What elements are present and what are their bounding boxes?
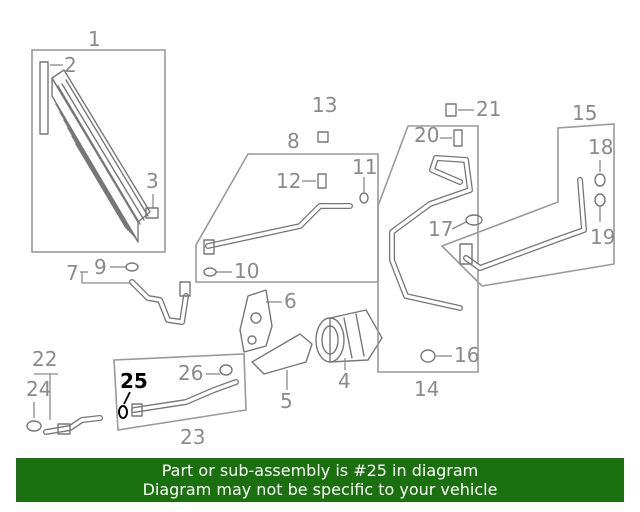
bracket-6 — [239, 289, 273, 353]
callout-11[interactable]: 11 — [352, 155, 377, 179]
callout-14[interactable]: 14 — [414, 377, 439, 401]
callout-25[interactable]: 25 — [120, 369, 148, 393]
compressor-4 — [315, 309, 383, 363]
o-ring-16 — [420, 349, 436, 363]
callout-13[interactable]: 13 — [312, 93, 337, 117]
callout-24[interactable]: 24 — [26, 377, 51, 401]
callout-3[interactable]: 3 — [146, 169, 159, 193]
bracket-5 — [251, 333, 313, 375]
info-banner: Part or sub-assembly is #25 in diagram D… — [16, 458, 624, 502]
condenser-part — [39, 61, 151, 243]
o-ring-25[interactable] — [118, 405, 128, 419]
valve-20 — [453, 129, 463, 147]
o-ring-26 — [219, 364, 233, 376]
callout-12[interactable]: 12 — [276, 169, 301, 193]
line-22-group: 22 24 — [26, 347, 103, 435]
fastener-part — [145, 207, 159, 219]
line-15-group: 15 18 19 — [440, 101, 615, 287]
callout-7[interactable]: 7 — [66, 261, 79, 285]
callout-9[interactable]: 9 — [94, 255, 107, 279]
hose-7-group: 7 9 — [66, 255, 191, 325]
condenser-group: 1 2 3 — [31, 27, 166, 253]
o-ring-24 — [26, 420, 42, 432]
callout-15[interactable]: 15 — [572, 101, 597, 125]
callout-4[interactable]: 4 — [338, 369, 351, 393]
callout-16[interactable]: 16 — [454, 343, 479, 367]
line-23-group: 23 26 25 — [113, 353, 247, 449]
callout-19[interactable]: 19 — [590, 225, 615, 249]
o-ring-17 — [465, 214, 483, 226]
callout-10[interactable]: 10 — [234, 259, 259, 283]
leader-25 — [123, 391, 131, 405]
banner-line-1: Part or sub-assembly is #25 in diagram — [161, 461, 479, 480]
cap-13 — [317, 131, 329, 143]
callout-17[interactable]: 17 — [428, 217, 453, 241]
callout-18[interactable]: 18 — [588, 135, 613, 159]
o-ring-9 — [125, 262, 139, 272]
compressor-group: 6 4 5 — [239, 289, 383, 413]
condenser-box — [31, 49, 166, 253]
callout-1[interactable]: 1 — [88, 27, 101, 51]
callout-23[interactable]: 23 — [180, 425, 205, 449]
banner-line-2: Diagram may not be specific to your vehi… — [142, 480, 498, 499]
valve-12 — [317, 173, 327, 189]
cap-21 — [445, 103, 457, 117]
line-8-group: 8 13 12 11 10 — [195, 93, 379, 283]
callout-5[interactable]: 5 — [280, 389, 293, 413]
callout-21[interactable]: 21 — [476, 97, 501, 121]
callout-26[interactable]: 26 — [178, 361, 203, 385]
callout-22[interactable]: 22 — [32, 347, 57, 371]
callout-20[interactable]: 20 — [414, 123, 439, 147]
o-ring-11 — [359, 192, 369, 204]
o-ring-10 — [203, 267, 217, 277]
o-ring-19 — [594, 193, 606, 207]
callout-2[interactable]: 2 — [64, 53, 77, 77]
callout-6[interactable]: 6 — [284, 289, 297, 313]
line-15 — [463, 177, 587, 271]
o-ring-18 — [594, 173, 606, 187]
line-14-group: 20 21 17 16 14 — [377, 97, 501, 401]
callout-8[interactable]: 8 — [287, 129, 300, 153]
